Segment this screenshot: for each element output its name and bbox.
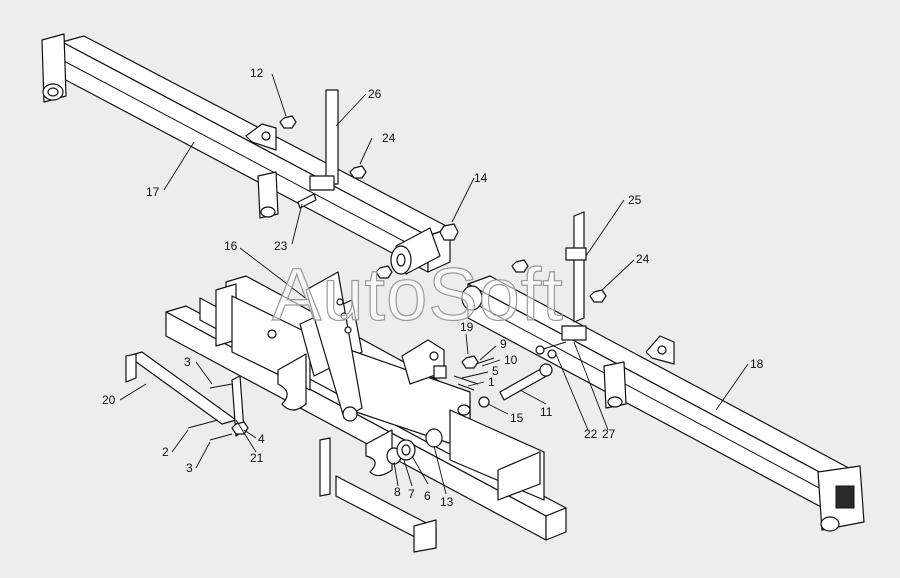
- callout-25: 25: [628, 193, 642, 207]
- callout-6: 6: [424, 489, 431, 503]
- hardware: [187, 89, 607, 465]
- callout-24: 24: [382, 131, 396, 145]
- beam-17: [41, 33, 451, 273]
- callout-15: 15: [510, 411, 524, 425]
- callout-11: 11: [540, 405, 553, 419]
- center-chassis-16: [215, 271, 545, 501]
- callout-1: 1: [488, 375, 495, 389]
- callout-19: 19: [460, 320, 474, 334]
- callout-17: 17: [146, 185, 160, 199]
- callout-3: 3: [184, 355, 191, 369]
- lower-stand: [319, 437, 437, 553]
- watermark-text: AutoSoft: [272, 253, 564, 336]
- callout-3: 3: [186, 461, 193, 475]
- callout-16: 16: [224, 239, 238, 253]
- leader-lines: [119, 73, 749, 495]
- callout-2: 2: [162, 445, 169, 459]
- callout-5: 5: [492, 364, 499, 378]
- callout-27: 27: [602, 427, 616, 441]
- callout-20: 20: [102, 393, 116, 407]
- callout-21: 21: [250, 451, 264, 465]
- callout-12: 12: [250, 66, 264, 80]
- callout-10: 10: [504, 353, 518, 367]
- callout-4: 4: [258, 432, 265, 446]
- callout-23: 23: [274, 239, 288, 253]
- callout-26: 26: [368, 87, 382, 101]
- callout-7: 7: [408, 487, 415, 501]
- callout-14: 14: [474, 171, 488, 185]
- callout-18: 18: [750, 357, 764, 371]
- callout-24: 24: [636, 252, 650, 266]
- callout-22: 22: [584, 427, 598, 441]
- pivot-tube: [390, 227, 441, 275]
- callout-9: 9: [500, 337, 507, 351]
- callout-13: 13: [440, 495, 454, 509]
- callout-8: 8: [394, 485, 401, 499]
- callout-labels: 12 26 24 17 14 25 24 23 16 19 9 10 5 1 1…: [102, 66, 764, 509]
